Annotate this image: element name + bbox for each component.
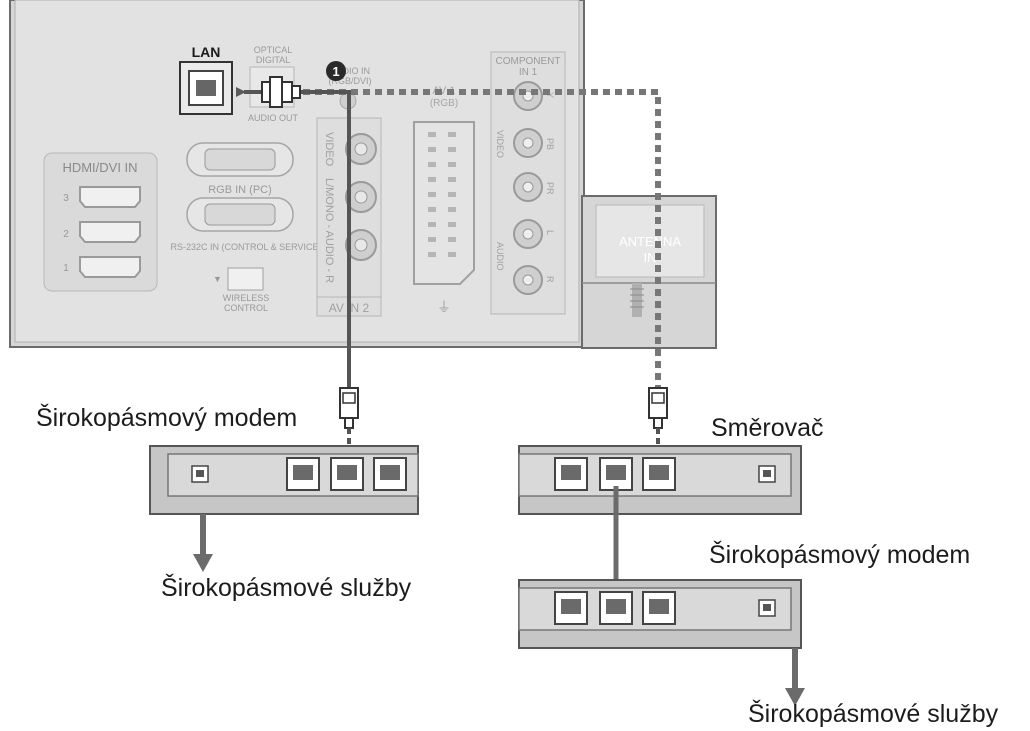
caption-modem-right: Širokopásmový modem xyxy=(709,541,971,569)
scart-connector xyxy=(413,121,475,285)
hdmi-port-number: 1 xyxy=(63,263,69,274)
rgb-in-label: RGB IN (PC) xyxy=(208,184,272,196)
jack-label: Y xyxy=(545,92,555,98)
component-video-label: VIDEO xyxy=(495,130,505,158)
audio-lmono-label: L/MONO - AUDIO - R xyxy=(323,178,335,283)
jack-label: R xyxy=(545,276,555,283)
caption-modem-left: Širokopásmový modem xyxy=(36,404,298,432)
dotted-cable-router xyxy=(284,89,661,392)
digital-label: DIGITAL xyxy=(256,55,290,65)
rs232-label: RS-232C IN (CONTROL & SERVICE) xyxy=(170,242,321,252)
wireless-indicator-icon: ▼ xyxy=(213,274,222,284)
hdmi-port-number: 3 xyxy=(63,193,69,204)
hdmi-port-icon xyxy=(79,256,141,278)
antenna-box: ANTENNA IN xyxy=(581,195,717,349)
hdmi-port-icon xyxy=(79,221,141,243)
audio-in-label: AUDIO IN xyxy=(330,66,370,76)
caption-services-right: Širokopásmové služby xyxy=(748,700,999,728)
jack-label: PB xyxy=(545,138,555,150)
hdmi-section: HDMI/DVI IN 3 2 1 xyxy=(43,152,158,292)
lan-plug-icon xyxy=(261,76,301,108)
audio-in-sub-label: (RGB/DVI) xyxy=(328,76,371,86)
lan-label: LAN xyxy=(192,44,221,60)
caption-services-left: Širokopásmové služby xyxy=(161,574,412,602)
component-label: COMPONENT xyxy=(496,56,561,67)
hdmi-port-icon xyxy=(79,186,141,208)
jack-label: PR xyxy=(545,182,555,195)
wireless-label: WIRELESS xyxy=(223,293,270,303)
antenna-label-1: ANTENNA xyxy=(619,234,681,249)
video-label: VIDEO xyxy=(323,132,335,167)
wireless-sub-label: CONTROL xyxy=(224,303,268,313)
rj45-plug-icon xyxy=(339,387,359,452)
rgb-rs232-section: RGB IN (PC) RS-232C IN (CONTROL & SERVIC… xyxy=(170,142,322,313)
coax-cable-icon xyxy=(630,283,644,317)
component-sub-label: IN 1 xyxy=(519,67,538,78)
broadband-modem-right xyxy=(518,579,805,706)
audio-out-label: AUDIO OUT xyxy=(248,113,299,123)
hdmi-label: HDMI/DVI IN xyxy=(62,160,137,175)
hdmi-port-number: 2 xyxy=(63,229,69,240)
rj45-plug-icon xyxy=(648,387,668,452)
caption-router: Směrovač xyxy=(711,414,824,442)
antenna-label-2: IN xyxy=(644,250,657,265)
lan-port: LAN xyxy=(179,44,233,115)
component-section: COMPONENT IN 1 VIDEO AUDIO Y PB PR L R xyxy=(490,51,566,315)
av1-sub-label: (RGB) xyxy=(430,98,458,109)
component-audio-label: AUDIO xyxy=(495,242,505,271)
scart-ground-icon: ⏚ xyxy=(437,299,451,315)
step-badge: 1 xyxy=(326,61,346,81)
jack-label: L xyxy=(545,230,555,235)
router-device xyxy=(518,445,802,515)
broadband-modem-left xyxy=(149,445,419,572)
step-number: 1 xyxy=(332,64,339,79)
optical-label: OPTICAL xyxy=(254,45,293,55)
